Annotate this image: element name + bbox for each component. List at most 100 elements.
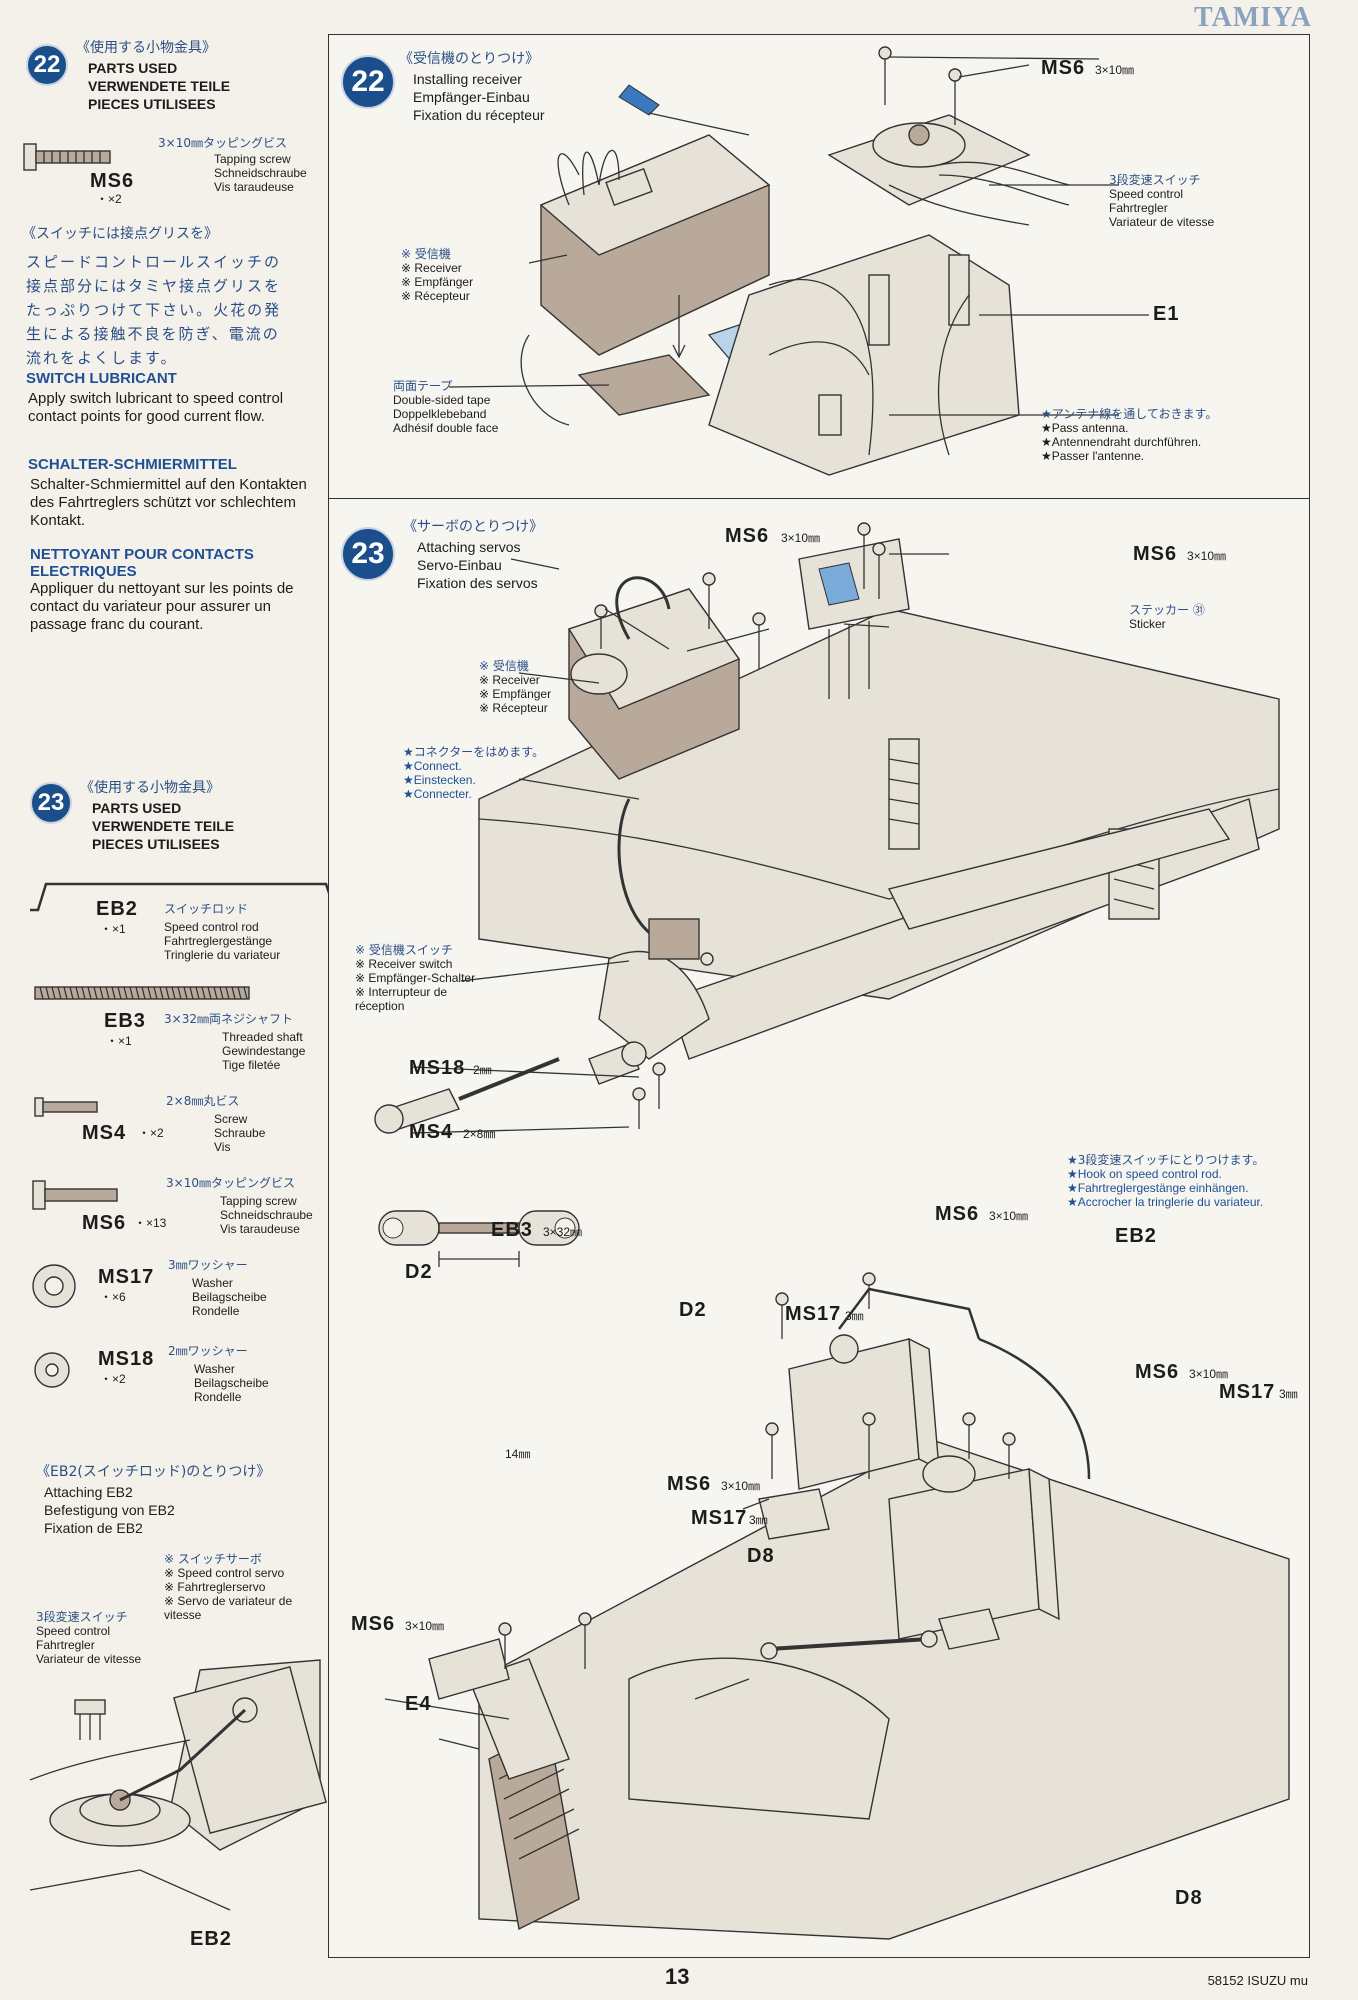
eb2-jp-title: 《EB2(スイッチロッド)のとりつけ》 — [36, 1464, 271, 1480]
part-ms6-desc1: Tapping screw — [220, 1194, 297, 1208]
panel22-switch-label: 3段変速スイッチ Speed control Fahrtregler Varia… — [1109, 173, 1215, 229]
panel23-ms17-b-size: 3㎜ — [1279, 1387, 1298, 1401]
washer-3mm-icon — [32, 1264, 76, 1308]
step22-parts-jp-title: 《使用する小物金具》 — [76, 40, 216, 56]
step23-parts-line3: PIECES UTILISEES — [92, 836, 220, 852]
footer-code: 58152 ISUZU mu — [1207, 1973, 1308, 1988]
eb2-switch-label: 3段変速スイッチ Speed control Fahrtregler Varia… — [36, 1610, 142, 1666]
panel23-receiver-switch-label: ※ 受信機スイッチ ※ Receiver switch ※ Empfänger-… — [355, 943, 476, 1013]
panel23-connect-note: ★コネクターをはめます。 ★Connect. ★Einstecken. ★Con… — [403, 745, 545, 801]
panel23-ms6-b: MS6 — [1133, 543, 1178, 565]
part-eb3-code: EB3 — [104, 1010, 146, 1032]
panel22-ms6-size: 3×10㎜ — [1095, 63, 1135, 77]
panel23-ms4-size: 2×8㎜ — [463, 1127, 496, 1141]
step22-part-code: MS6 — [90, 170, 135, 192]
eb2-servo-label: ※ スイッチサーボ ※ Speed control servo ※ Fahrtr… — [164, 1552, 293, 1622]
panel23-line1: Attaching servos — [417, 539, 521, 555]
panel23-ms17-b: MS17 — [1219, 1381, 1276, 1403]
panel23-d8-b: D8 — [1175, 1887, 1203, 1909]
panel23-d8-a: D8 — [747, 1545, 775, 1567]
part-ms17-desc3: Rondelle — [192, 1304, 240, 1318]
panel23-badge: 23 — [341, 527, 395, 581]
panel23-eb3-size: 3×32㎜ — [543, 1225, 583, 1239]
step22-part-desc1: Tapping screw — [214, 152, 291, 166]
panel23-d2-b: D2 — [679, 1299, 707, 1321]
step22-part-desc2: Schneidschraube — [214, 166, 307, 180]
part-ms17-jp: 3㎜ワッシャー — [168, 1258, 248, 1272]
part-eb2-desc3: Tringlerie du variateur — [164, 948, 281, 962]
part-ms4-qty: ・×2 — [138, 1126, 164, 1140]
step-23-panel: 23 《サーボのとりつけ》 Attaching servos Servo-Ein… — [328, 498, 1310, 1958]
screw-ms4-icon — [34, 1097, 98, 1117]
switch-jp-text: スピードコントロールスイッチの 接点部分にはタミヤ接点グリスを たっぷりつけて下… — [26, 253, 282, 367]
panel23-jp-title: 《サーボのとりつけ》 — [403, 519, 544, 535]
part-ms6-desc2: Schneidschraube — [220, 1208, 313, 1222]
panel23-ms17-a-size: 3㎜ — [845, 1309, 864, 1323]
part-ms6-code: MS6 — [82, 1212, 127, 1234]
panel23-ms18-size: 2㎜ — [473, 1063, 492, 1077]
threaded-shaft-icon — [34, 986, 250, 1000]
panel23-d2-a: D2 — [405, 1261, 433, 1283]
switch-en-title: SWITCH LUBRICANT — [26, 370, 177, 387]
panel23-ms6-b-size: 3×10㎜ — [1187, 549, 1227, 563]
panel23-illustration — [374, 522, 1290, 1940]
panel23-ms6-d: MS6 — [1135, 1361, 1180, 1383]
brand-logo: TAMIYA — [1193, 2, 1312, 33]
part-ms18-desc1: Washer — [194, 1362, 235, 1376]
panel23-ms6-f: MS6 — [351, 1613, 396, 1635]
panel23-ms17-a: MS17 — [785, 1303, 842, 1325]
part-eb3-desc3: Tige filetée — [222, 1058, 281, 1072]
panel22-ms6-label: MS6 — [1041, 57, 1086, 79]
eb2-bottom-label: EB2 — [190, 1928, 232, 1950]
part-ms18-code: MS18 — [98, 1348, 155, 1370]
part-ms18-desc3: Rondelle — [194, 1390, 242, 1404]
panel23-ms6-a: MS6 — [725, 525, 770, 547]
panel23-ms6-f-size: 3×10㎜ — [405, 1619, 445, 1633]
step22-parts-line2: VERWENDETE TEILE — [88, 78, 231, 94]
step22-part-qty: ・×2 — [96, 192, 122, 206]
switch-en-text: Apply switch lubricant to speed control … — [28, 390, 284, 425]
tapping-screw-icon — [23, 143, 111, 171]
panel22-antenna-note: ★アンテナ線を通しておきます。 ★Pass antenna. ★Antennen… — [1041, 407, 1218, 463]
panel23-ms6-c-size: 3×10㎜ — [989, 1209, 1029, 1223]
panel22-illustration — [448, 46, 1149, 476]
panel23-line3: Fixation des servos — [417, 575, 538, 591]
panel23-ms6-a-size: 3×10㎜ — [781, 531, 821, 545]
switch-fr-text: Appliquer du nettoyant sur les points de… — [30, 580, 294, 633]
part-eb2-desc2: Fahrtreglergestänge — [164, 934, 273, 948]
part-ms18-jp: 2㎜ワッシャー — [168, 1344, 248, 1358]
part-ms17-qty: ・×6 — [100, 1290, 126, 1304]
part-ms6-jp: 3×10㎜タッピングビス — [166, 1176, 295, 1190]
panel23-ms17-c: MS17 — [691, 1507, 748, 1529]
panel23-receiver-label: ※ 受信機 ※ Receiver ※ Empfänger ※ Récepteur — [479, 659, 552, 715]
step22-part-size: 3×10㎜タッピングビス — [158, 136, 287, 150]
step23-parts-jp-title: 《使用する小物金具》 — [80, 780, 220, 796]
part-eb3-desc2: Gewindestange — [222, 1044, 306, 1058]
panel23-ms18: MS18 — [409, 1057, 466, 1079]
panel22-jp-title: 《受信機のとりつけ》 — [399, 51, 540, 67]
panel23-ms4: MS4 — [409, 1121, 454, 1143]
part-ms18-desc2: Beilagscheibe — [194, 1376, 269, 1390]
eb2-line3: Fixation de EB2 — [44, 1520, 143, 1536]
panel23-ms6-d-size: 3×10㎜ — [1189, 1367, 1229, 1381]
step-22-badge: 22 — [26, 44, 68, 86]
part-ms4-code: MS4 — [82, 1122, 127, 1144]
part-eb3-jp: 3×32㎜両ネジシャフト — [164, 1012, 293, 1026]
part-ms6-desc3: Vis taraudeuse — [220, 1222, 300, 1236]
part-ms18-qty: ・×2 — [100, 1372, 126, 1386]
part-eb2-desc1: Speed control rod — [164, 920, 259, 934]
panel22-badge: 22 — [341, 55, 395, 109]
part-ms17-desc2: Beilagscheibe — [192, 1290, 267, 1304]
part-eb2-qty: ・×1 — [100, 922, 126, 936]
panel23-line2: Servo-Einbau — [417, 557, 502, 573]
part-eb2-code: EB2 — [96, 898, 138, 920]
switch-de-title: SCHALTER-SCHMIERMITTEL — [28, 456, 237, 473]
panel23-ms6-c: MS6 — [935, 1203, 980, 1225]
panel23-sticker-label: ステッカー ㉛ Sticker — [1129, 603, 1205, 631]
eb2-line2: Befestigung von EB2 — [44, 1502, 175, 1518]
step22-parts-line3: PIECES UTILISEES — [88, 96, 216, 112]
step22-part-desc3: Vis taraudeuse — [214, 180, 294, 194]
part-eb3-qty: ・×1 — [106, 1034, 132, 1048]
part-ms6-qty: ・×13 — [134, 1216, 167, 1230]
panel23-ms17-c-size: 3㎜ — [749, 1513, 768, 1527]
